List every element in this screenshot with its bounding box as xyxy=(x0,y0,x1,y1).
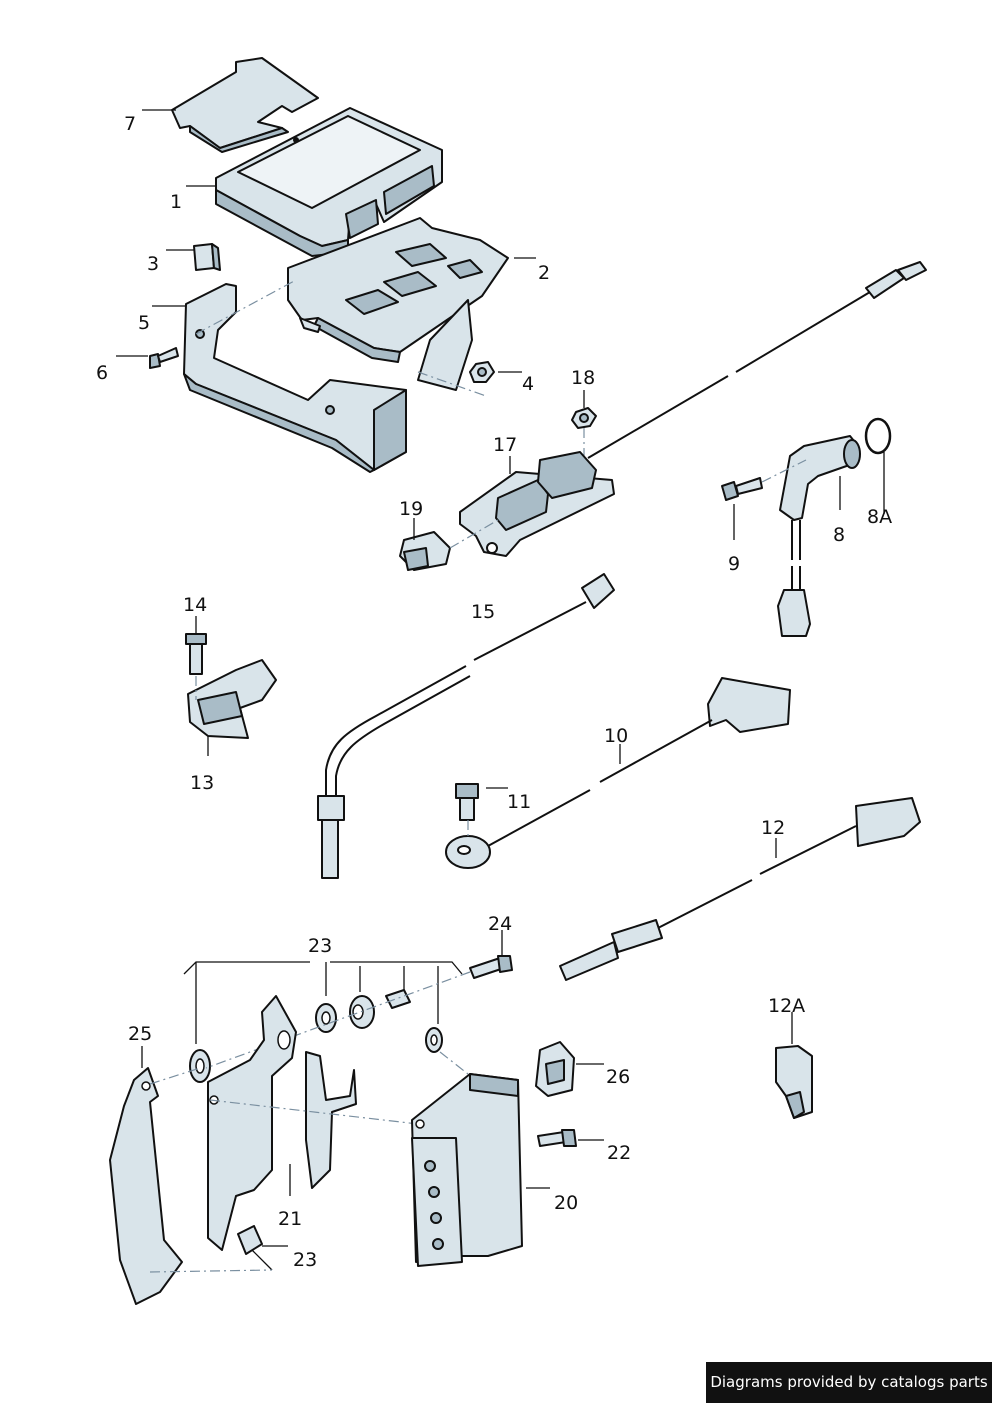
part-23-grommet-1[interactable] xyxy=(315,1003,337,1033)
part-15-temperature-sensor[interactable] xyxy=(317,573,615,879)
part-21-bracket[interactable] xyxy=(207,995,357,1251)
part-8a-o-ring[interactable] xyxy=(864,417,892,455)
axis-21 xyxy=(209,1099,419,1125)
leader-23-group xyxy=(183,961,463,1044)
label-21: 21 xyxy=(278,1208,302,1230)
part-23-grommet-4[interactable] xyxy=(189,1049,211,1083)
label-11: 11 xyxy=(507,791,531,813)
label-10: 10 xyxy=(604,725,628,747)
part-6-screw[interactable] xyxy=(149,347,179,369)
axis-9 xyxy=(761,459,807,483)
label-12: 12 xyxy=(761,817,785,839)
axis-20 xyxy=(439,1051,469,1075)
part-10-knock-sensor[interactable] xyxy=(445,677,791,869)
part-4-nut[interactable] xyxy=(469,361,495,383)
label-23-bottom: 23 xyxy=(293,1249,317,1271)
part-12-lambda-probe[interactable] xyxy=(559,797,921,981)
part-23-grommet-3[interactable] xyxy=(425,1027,443,1053)
part-12a-clip[interactable] xyxy=(775,1045,813,1119)
label-7: 7 xyxy=(124,113,136,135)
part-3-pad[interactable] xyxy=(193,243,221,271)
label-18: 18 xyxy=(571,367,595,389)
label-13: 13 xyxy=(190,772,214,794)
part-24-screw[interactable] xyxy=(469,955,513,979)
part-17-sensor-control-unit[interactable] xyxy=(459,451,615,557)
label-15: 15 xyxy=(471,601,495,623)
part-22-bolt[interactable] xyxy=(537,1129,577,1147)
part-2-mounting-bracket[interactable] xyxy=(287,217,509,391)
part-11-bolt[interactable] xyxy=(455,783,479,821)
part-14-bolt[interactable] xyxy=(185,633,207,675)
label-8a: 8A xyxy=(867,506,892,528)
axis-5-2 xyxy=(195,279,297,335)
label-8: 8 xyxy=(833,524,845,546)
axis-2-4 xyxy=(417,371,487,397)
part-23-bushing[interactable] xyxy=(385,989,411,1009)
label-26: 26 xyxy=(606,1066,630,1088)
part-20-control-box[interactable] xyxy=(411,1073,523,1267)
part-25-plate[interactable] xyxy=(109,1067,183,1305)
axis-19 xyxy=(449,519,499,549)
axis-24 xyxy=(205,971,471,1069)
axis-23-lower xyxy=(149,1269,273,1273)
credit-banner: Diagrams provided by catalogs parts xyxy=(706,1362,992,1403)
label-9: 9 xyxy=(728,553,740,575)
label-22: 22 xyxy=(607,1142,631,1164)
part-8-sensor[interactable] xyxy=(777,435,861,637)
part-26-holder[interactable] xyxy=(535,1041,575,1097)
label-24: 24 xyxy=(488,913,512,935)
label-6: 6 xyxy=(96,362,108,384)
part-23-grommet-2[interactable] xyxy=(349,995,375,1029)
label-25: 25 xyxy=(128,1023,152,1045)
label-20: 20 xyxy=(554,1192,578,1214)
label-3: 3 xyxy=(147,253,159,275)
part-17-cable-top[interactable] xyxy=(587,261,927,459)
part-18-nut[interactable] xyxy=(571,407,597,429)
part-9-bolt[interactable] xyxy=(721,477,763,501)
label-1: 1 xyxy=(170,191,182,213)
label-23-top: 23 xyxy=(308,935,332,957)
part-19-connector[interactable] xyxy=(399,531,451,571)
label-14: 14 xyxy=(183,594,207,616)
label-17: 17 xyxy=(493,434,517,456)
part-5-lower-bracket[interactable] xyxy=(183,283,407,473)
label-4: 4 xyxy=(522,373,534,395)
label-5: 5 xyxy=(138,312,150,334)
part-7-ecu-cover[interactable] xyxy=(171,57,319,153)
part-1-engine-control-unit[interactable] xyxy=(215,107,443,257)
part-13-sensor[interactable] xyxy=(187,659,277,739)
leader-23-lower xyxy=(251,1245,288,1271)
label-2: 2 xyxy=(538,262,550,284)
label-19: 19 xyxy=(399,498,423,520)
label-12a: 12A xyxy=(768,995,805,1017)
part-23-clip[interactable] xyxy=(237,1225,263,1255)
axis-25 xyxy=(149,1067,201,1085)
